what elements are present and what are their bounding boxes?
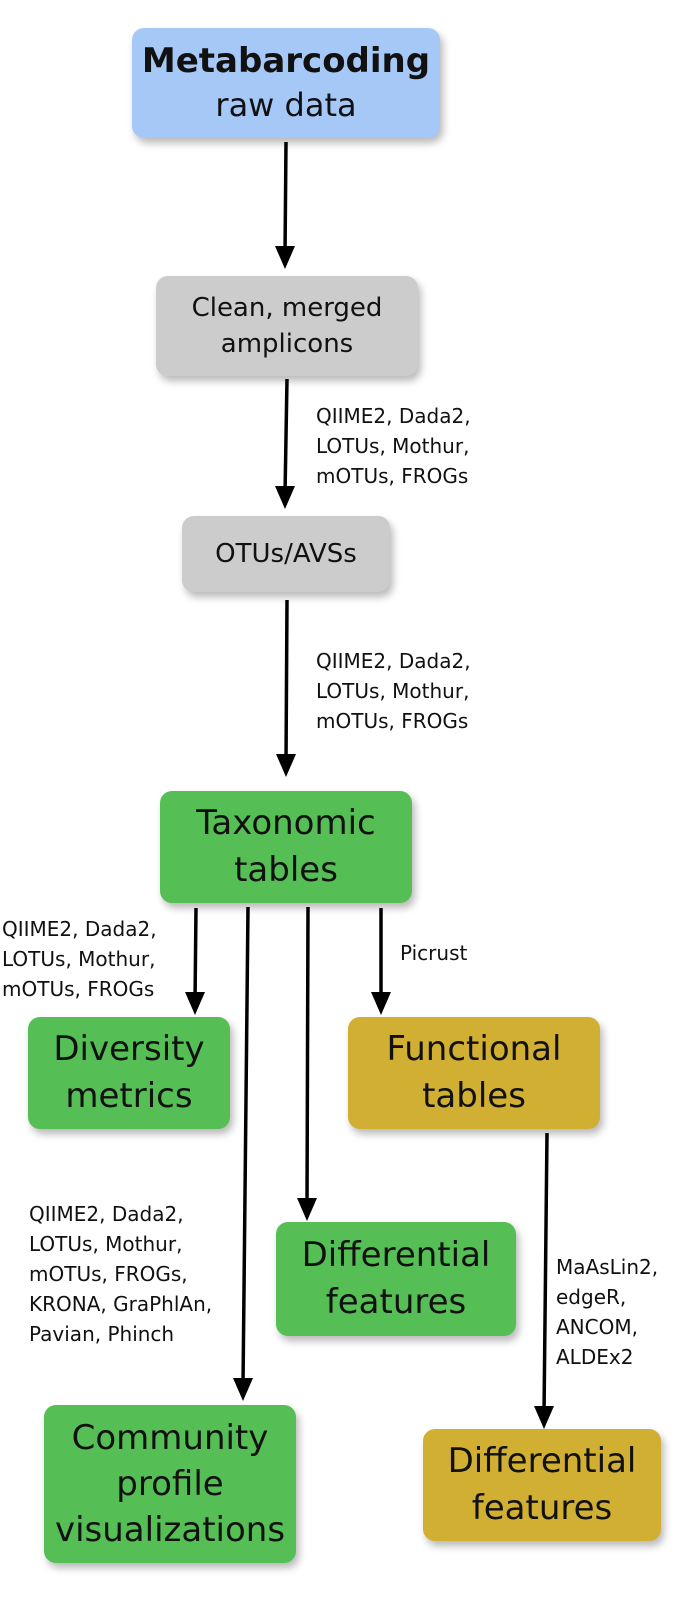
node-label-line2: features — [471, 1488, 613, 1528]
arrowhead-taxonomic-to-functional — [371, 992, 391, 1015]
arrowhead-functional-to-diff-gold — [534, 1406, 554, 1429]
tools-functional-to-diff: MaAsLin2, edgeR, ANCOM, ALDEx2 — [556, 1252, 658, 1372]
arrow-clean-to-otus — [283, 378, 289, 496]
node-label-line2: features — [325, 1282, 467, 1322]
arrowhead-otus-to-taxonomic — [276, 754, 296, 777]
node-label-line3: visualizations — [54, 1510, 286, 1550]
arrowhead-raw-to-clean — [275, 246, 295, 269]
tool-line: QIIME2, Dada2, — [29, 1202, 184, 1226]
node-label-line2: tables — [422, 1076, 526, 1116]
arrow-taxonomic-to-diversity — [193, 907, 198, 1003]
node-label-line1: Taxonomic — [196, 803, 376, 843]
node-taxonomic-tables: Taxonomic tables — [160, 791, 412, 903]
tool-line: mOTUs, FROGs — [2, 977, 155, 1001]
arrowhead-clean-to-otus — [275, 486, 295, 509]
tool-line: QIIME2, Dada2, — [316, 404, 471, 428]
tool-line: mOTUs, FROGs — [316, 709, 469, 733]
node-label-line1: Differential — [447, 1441, 637, 1481]
arrow-otus-to-taxonomic — [284, 599, 289, 764]
node-label-line2: metrics — [65, 1076, 193, 1116]
node-diversity-metrics: Diversity metrics — [28, 1017, 230, 1129]
tool-line: KRONA, GraPhlAn, — [29, 1292, 213, 1316]
tool-line: ANCOM, — [556, 1315, 638, 1339]
tool-line: mOTUs, FROGs, — [29, 1262, 188, 1286]
node-differential-features-taxonomic: Differential features — [276, 1222, 516, 1336]
tool-line: QIIME2, Dada2, — [316, 649, 471, 673]
tool-line: ALDEx2 — [556, 1345, 634, 1369]
tool-line: Picrust — [400, 941, 468, 965]
tools-clean-to-otus: QIIME2, Dada2, LOTUs, Mothur, mOTUs, FRO… — [316, 401, 471, 491]
node-label-line1: Diversity — [53, 1029, 205, 1069]
node-clean-merged-amplicons: Clean, merged amplicons — [156, 276, 418, 376]
tool-line: mOTUs, FROGs — [316, 464, 469, 488]
tools-otus-to-taxonomic: QIIME2, Dada2, LOTUs, Mothur, mOTUs, FRO… — [316, 646, 471, 736]
node-functional-tables: Functional tables — [348, 1017, 600, 1129]
node-title: Metabarcoding — [141, 41, 431, 81]
arrowhead-taxonomic-to-community — [233, 1378, 253, 1401]
arrow-taxonomic-to-community — [241, 906, 250, 1387]
tool-line: LOTUs, Mothur, — [29, 1232, 183, 1256]
tools-taxonomic-to-functional: Picrust — [400, 938, 467, 968]
node-label: OTUs/AVSs — [215, 539, 357, 569]
tool-line: LOTUs, Mothur, — [316, 679, 470, 703]
tool-line: LOTUs, Mothur, — [316, 434, 470, 458]
node-label-line1: Functional — [386, 1029, 562, 1069]
node-community-profile-visualizations: Community profile visualizations — [44, 1405, 296, 1563]
arrow-taxonomic-to-diff-green — [305, 906, 310, 1208]
tool-line: MaAsLin2, — [556, 1255, 659, 1279]
node-label-line2: profile — [116, 1464, 224, 1504]
node-differential-features-functional: Differential features — [423, 1429, 661, 1541]
arrowhead-taxonomic-to-diff-green — [297, 1198, 317, 1221]
tools-taxonomic-to-community: QIIME2, Dada2, LOTUs, Mothur, mOTUs, FRO… — [29, 1199, 212, 1349]
tool-line: edgeR, — [556, 1285, 627, 1309]
arrow-raw-to-clean — [283, 141, 288, 256]
node-otus-avss: OTUs/AVSs — [182, 516, 390, 592]
tool-line: Pavian, Phinch — [29, 1322, 175, 1346]
node-label-line2: tables — [234, 850, 338, 890]
arrow-functional-to-diff-gold — [542, 1132, 549, 1416]
node-label-line2: amplicons — [220, 329, 354, 359]
node-subtitle: raw data — [215, 86, 357, 124]
node-label-line1: Differential — [301, 1235, 491, 1275]
tool-line: LOTUs, Mothur, — [2, 947, 156, 971]
node-label-line1: Community — [71, 1418, 269, 1458]
tool-line: QIIME2, Dada2, — [2, 917, 157, 941]
tools-taxonomic-to-diversity: QIIME2, Dada2, LOTUs, Mothur, mOTUs, FRO… — [2, 914, 157, 1004]
node-metabarcoding-raw-data: Metabarcoding raw data — [132, 28, 440, 138]
node-label-line1: Clean, merged — [191, 293, 383, 323]
arrowhead-taxonomic-to-diversity — [185, 992, 205, 1015]
